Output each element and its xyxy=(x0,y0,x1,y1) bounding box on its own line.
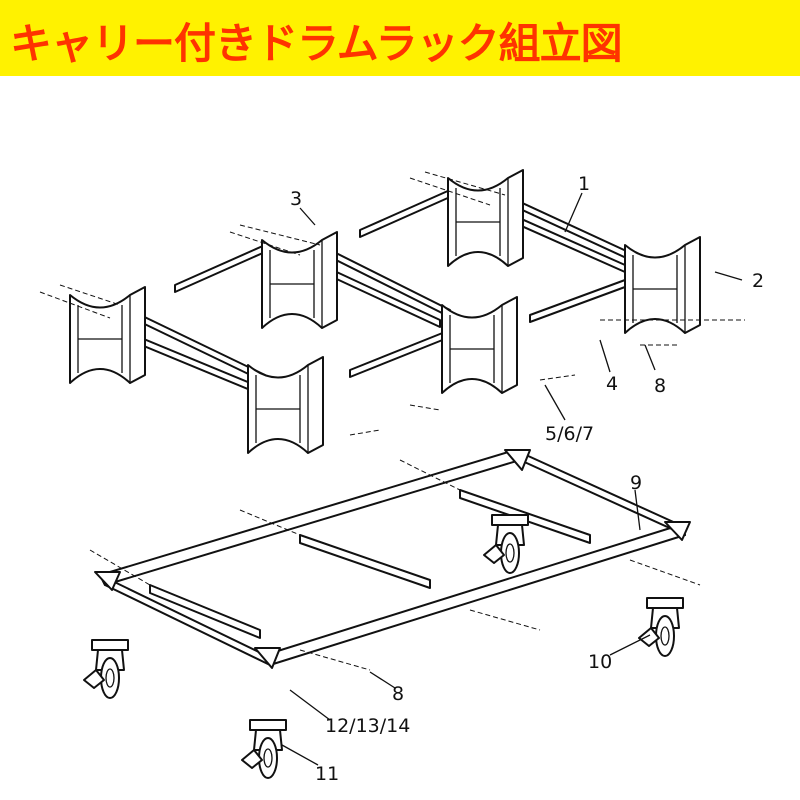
caster-10 xyxy=(638,597,684,657)
saddle-3 xyxy=(261,231,338,329)
label-part-2: 2 xyxy=(752,270,764,292)
label-part-10: 10 xyxy=(588,651,612,673)
label-part-12-13-14: 12/13/14 xyxy=(325,715,410,737)
caster-front-left xyxy=(83,639,129,699)
saddle-front-middle xyxy=(441,296,518,394)
rack-bolts xyxy=(39,171,745,436)
label-part-4: 4 xyxy=(606,373,618,395)
label-part-8-top: 8 xyxy=(654,375,666,397)
caster-back-right xyxy=(483,514,529,574)
rack-bars xyxy=(109,189,636,393)
label-part-9: 9 xyxy=(630,472,642,494)
label-part-5-6-7: 5/6/7 xyxy=(545,423,594,445)
label-part-11: 11 xyxy=(315,763,339,785)
saddle-top-right xyxy=(447,169,524,267)
saddle-2 xyxy=(624,236,701,334)
leader-lines xyxy=(281,192,743,766)
label-part-1: 1 xyxy=(578,173,590,195)
saddle-left xyxy=(69,286,146,384)
diagram-title: キャリー付きドラムラック組立図 xyxy=(10,19,623,68)
caster-11 xyxy=(241,719,287,779)
carrier-frame xyxy=(89,449,701,671)
label-part-8-bottom: 8 xyxy=(392,683,404,705)
label-part-3: 3 xyxy=(290,188,302,210)
title-banner: キャリー付きドラムラック組立図 xyxy=(0,0,800,76)
